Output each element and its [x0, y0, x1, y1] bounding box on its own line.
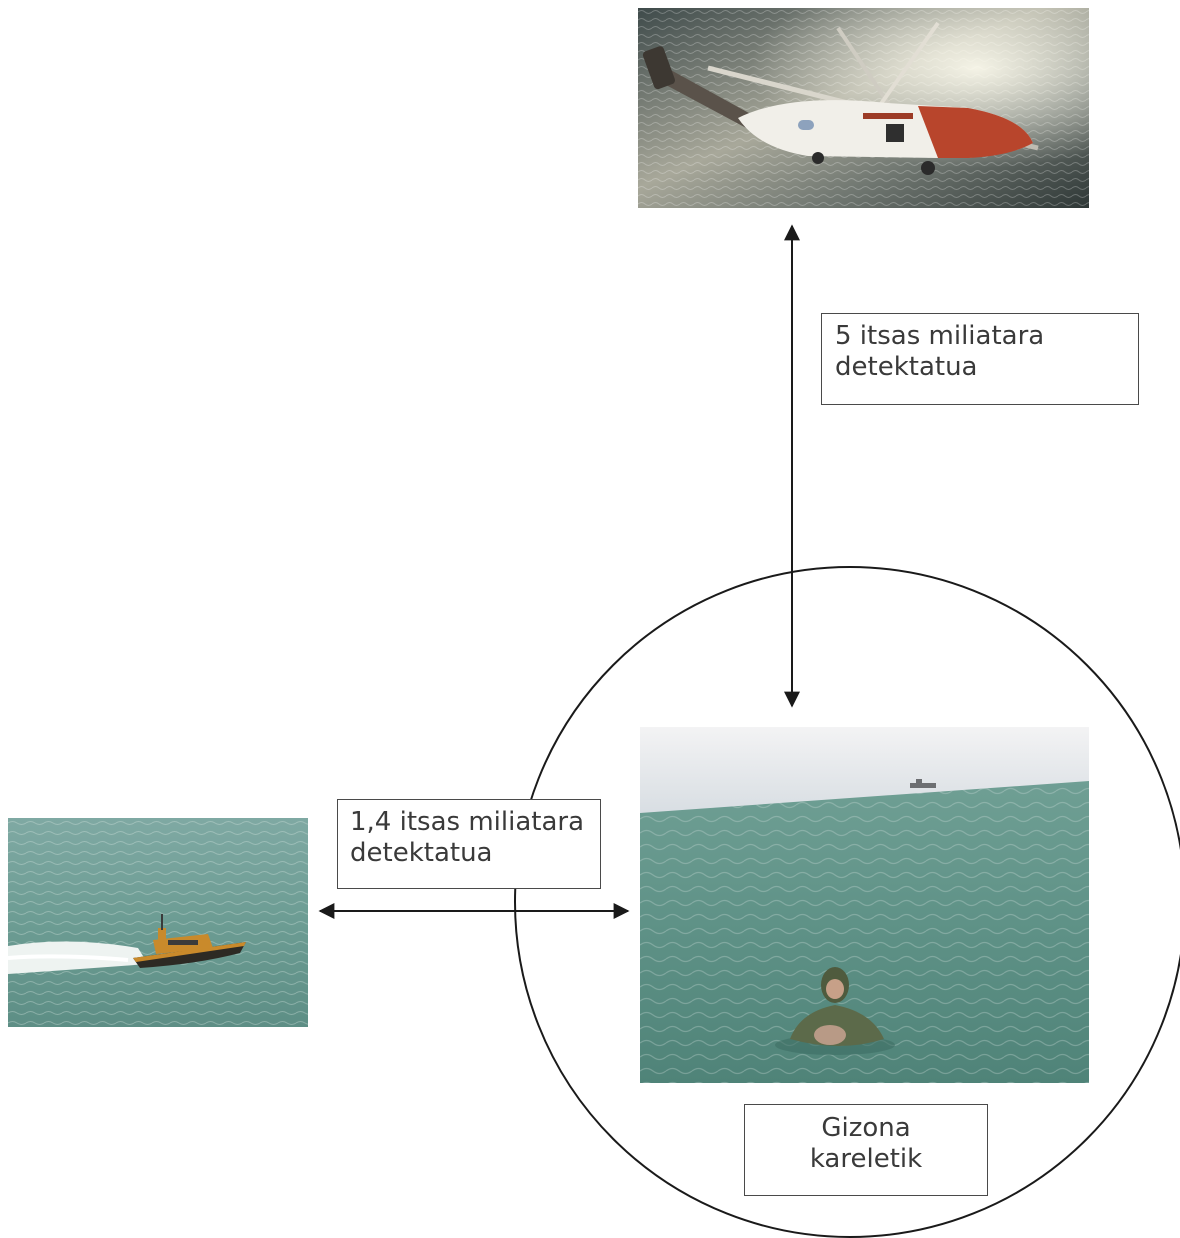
boat-distance-label: 1,4 itsas miliatara detektatua	[337, 799, 601, 889]
boat-distance-label-line1: 1,4 itsas miliatara	[350, 807, 584, 837]
person-overboard-label-line2: kareletik	[809, 1144, 923, 1174]
boat-photo	[8, 818, 308, 1027]
helicopter-distance-label: 5 itsas miliatara detektatua	[821, 313, 1139, 405]
person-overboard-label: Gizona kareletik	[744, 1104, 988, 1196]
helicopter-photo	[638, 8, 1089, 208]
person-in-water-photo	[640, 727, 1089, 1083]
boat-distance-label-line2: detektatua	[350, 838, 493, 868]
helicopter-distance-label-line2: detektatua	[835, 352, 978, 382]
helicopter-distance-label-line1: 5 itsas miliatara	[835, 321, 1045, 351]
detection-range-circle	[514, 566, 1180, 1238]
person-overboard-label-line1: Gizona	[821, 1113, 911, 1143]
